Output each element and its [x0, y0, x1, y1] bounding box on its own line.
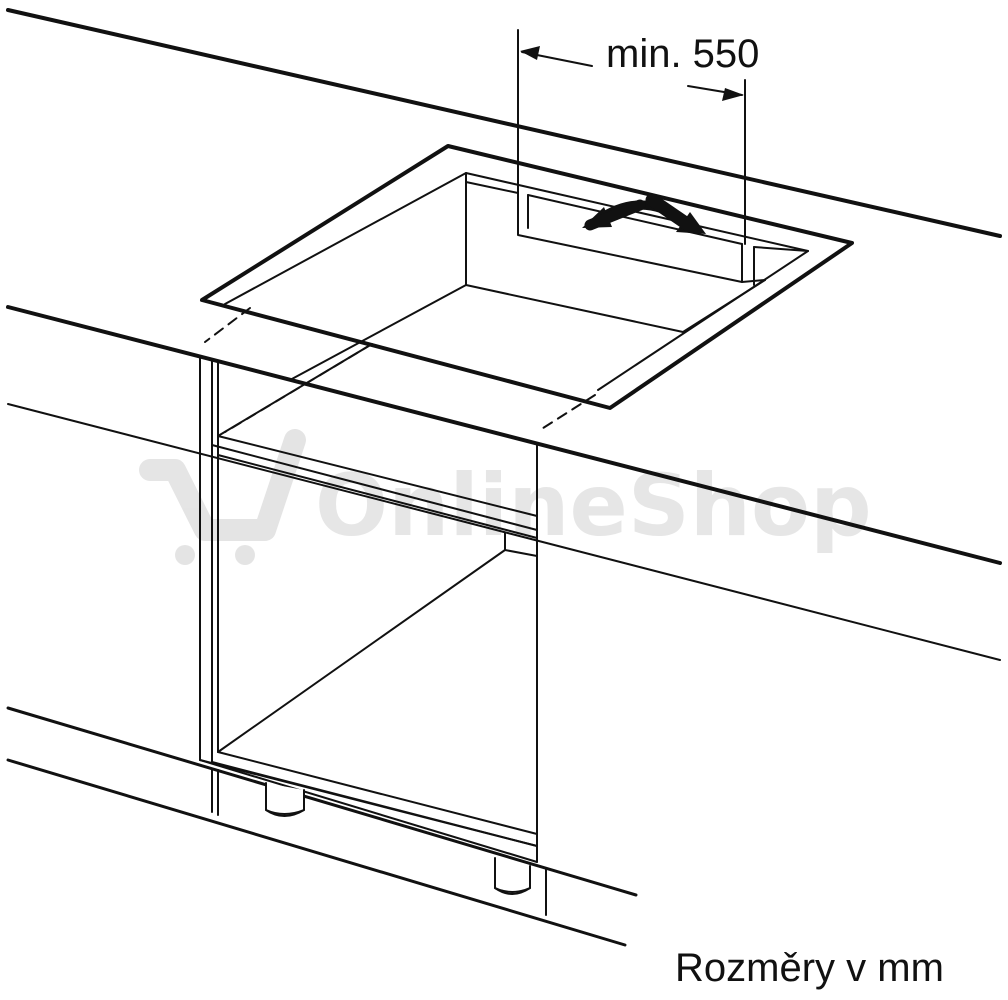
dimension-arrow-left	[520, 46, 593, 67]
cutout-inner-floor-back	[465, 284, 684, 333]
watermark-text: OnlineShop	[315, 456, 872, 556]
dimension-label: min. 550	[606, 32, 759, 76]
line-drawing	[6, 8, 1002, 947]
plinth-bottom	[6, 758, 627, 947]
back-notch	[517, 192, 743, 283]
cutout-inner-floor-left	[289, 284, 467, 381]
shopping-cart-icon	[139, 429, 306, 565]
dashed-right	[539, 394, 596, 431]
worktop-front-edge-top	[6, 305, 1002, 565]
worktop-back-edge	[6, 8, 1002, 238]
cutout-outer	[200, 144, 854, 410]
curved-double-arrow-icon	[582, 193, 706, 234]
cutout-inner-floor-right	[682, 279, 766, 333]
worktop-front-edge-bottom	[7, 403, 1001, 661]
cabinet-foot-left	[265, 782, 305, 817]
plinth-top	[6, 706, 638, 897]
dimension-arrow-right	[687, 85, 744, 101]
dashed-left	[204, 307, 251, 343]
cabinet-foot-right	[494, 857, 531, 895]
units-note: Rozměry v mm	[675, 946, 944, 990]
